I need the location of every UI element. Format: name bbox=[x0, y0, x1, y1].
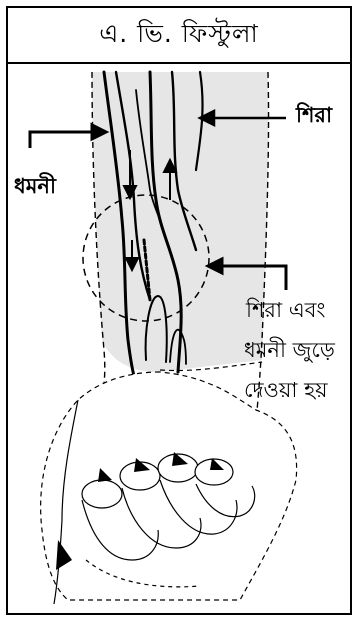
joined-label-line-2: ধমনী জুড়ে bbox=[244, 340, 335, 361]
fist bbox=[41, 372, 297, 604]
joined-label-line-3: দেওয়া হয় bbox=[244, 380, 328, 401]
fist-outline bbox=[41, 372, 297, 600]
artery-arrow-shaft bbox=[30, 132, 92, 148]
joined-label-line-1: শিরা এবং bbox=[246, 300, 325, 321]
vein-label: শিরা bbox=[296, 105, 332, 126]
knuckle-1 bbox=[82, 480, 122, 508]
artery-label: ধমনী bbox=[14, 176, 56, 197]
